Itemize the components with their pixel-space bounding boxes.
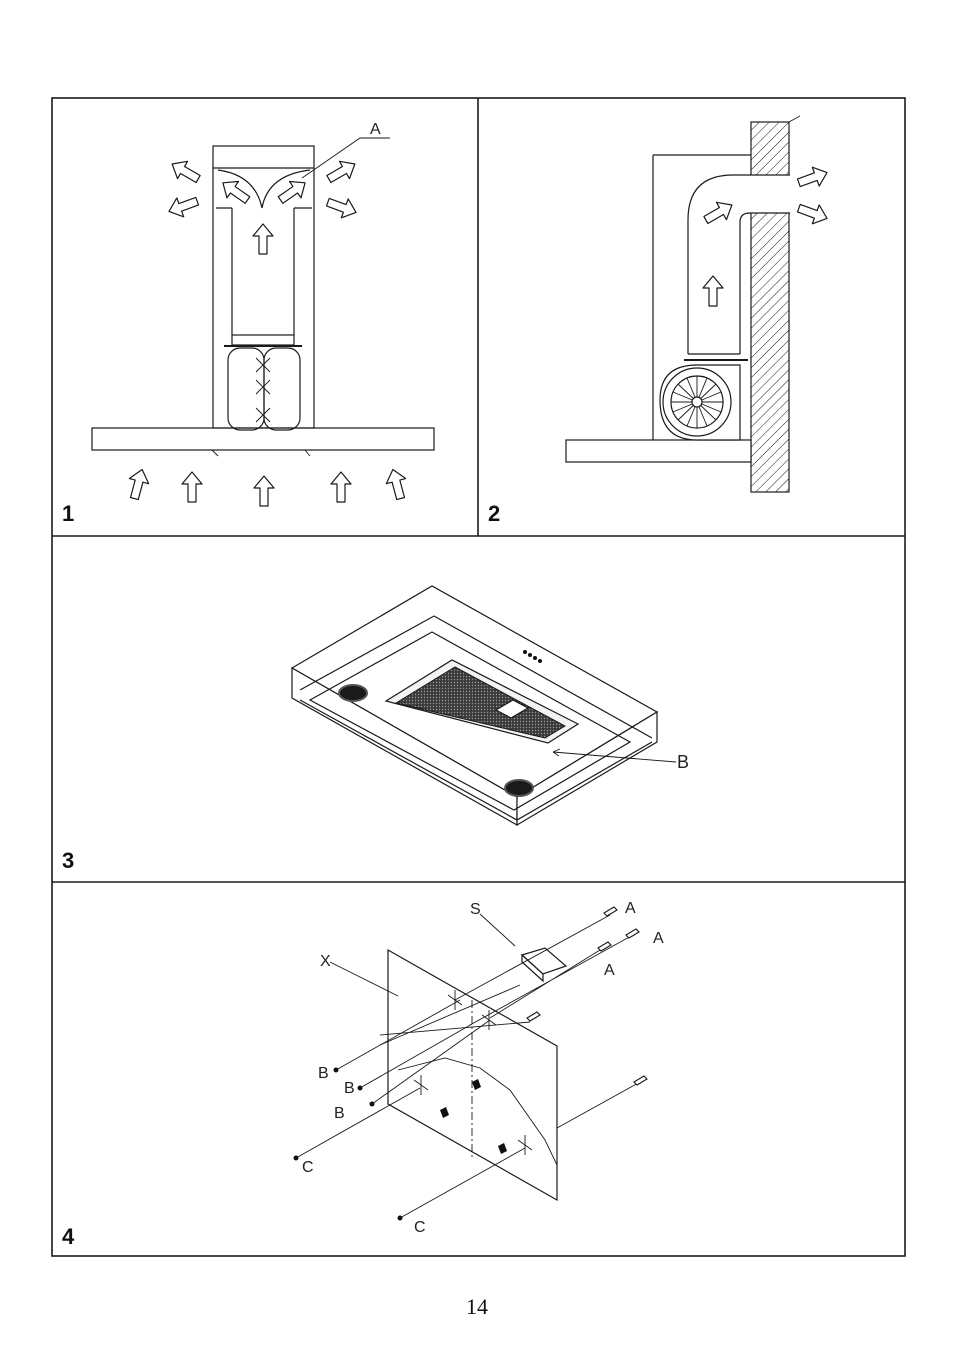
page-number: 14 <box>0 1294 954 1320</box>
fig4-label-b-1: B <box>318 1065 329 1082</box>
fig4-label-b-3: B <box>334 1105 345 1122</box>
figure-3-hood-underside <box>292 586 676 825</box>
fig4-label-a-2: A <box>653 930 664 947</box>
figure-4-mounting-diagram <box>294 907 648 1221</box>
fig4-label-x: X <box>320 953 331 970</box>
figure-1-number: 1 <box>62 501 74 526</box>
fig3-label-b: B <box>677 752 689 772</box>
fig4-label-b-2: B <box>344 1080 355 1097</box>
fig1-label-a: A <box>370 121 381 138</box>
fig4-label-a-3: A <box>604 962 615 979</box>
figure-3-number: 3 <box>62 848 74 873</box>
fig4-label-s: S <box>470 901 481 918</box>
figure-1-recirculation-diagram <box>92 138 434 506</box>
fig4-label-c-1: C <box>302 1159 314 1176</box>
figure-2-extraction-diagram <box>566 116 830 492</box>
figure-4-number: 4 <box>62 1224 75 1249</box>
fig4-label-c-2: C <box>414 1219 426 1236</box>
fig4-label-a-1: A <box>625 900 636 917</box>
figure-2-number: 2 <box>488 501 500 526</box>
